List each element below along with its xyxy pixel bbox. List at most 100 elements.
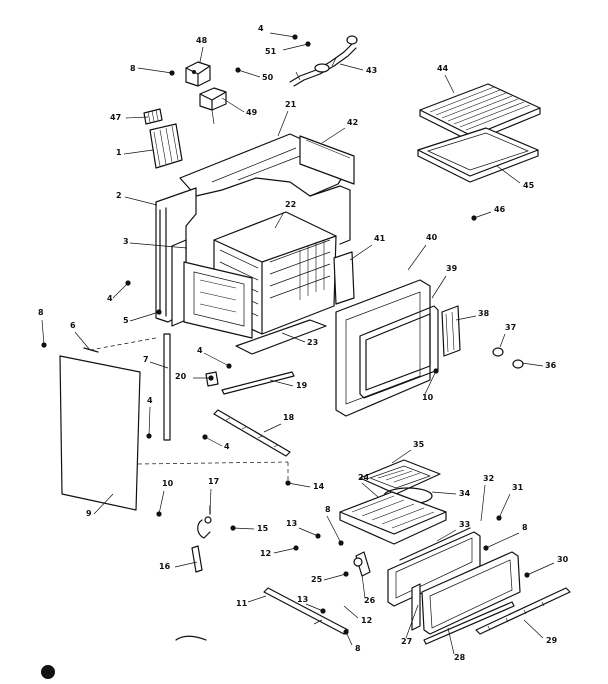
- callout-label: 51: [265, 47, 277, 56]
- leader-line: [361, 574, 366, 599]
- callout-label: 24: [358, 473, 370, 482]
- callout-12: 12: [343, 605, 372, 625]
- callout-label: 43: [366, 66, 377, 75]
- callout-label: 15: [257, 524, 269, 533]
- callout-4: 4: [197, 346, 230, 367]
- callout-4: 4: [258, 24, 296, 38]
- part-26-igniter: [353, 551, 371, 577]
- leader-line: [431, 491, 457, 495]
- leader-line: [269, 32, 296, 38]
- callout-label: 1: [116, 148, 122, 157]
- callout-label: 18: [283, 413, 295, 422]
- leader-line: [496, 165, 521, 184]
- leader-line: [124, 196, 158, 206]
- part-45-broiler-pan: [417, 127, 539, 183]
- callout-26: 26: [361, 574, 376, 605]
- callout-45: 45: [496, 165, 535, 190]
- callout-label: 11: [236, 599, 248, 608]
- callout-24: 24: [358, 473, 379, 498]
- leader-line: [221, 97, 245, 113]
- callout-label: 27: [401, 637, 412, 646]
- callout-label: 21: [285, 100, 297, 109]
- callout-11: 11: [236, 595, 267, 608]
- callout-5: 5: [123, 311, 160, 325]
- callout-22: 22: [274, 200, 296, 229]
- part-49-switch: [199, 87, 227, 125]
- leader-line: [431, 275, 447, 299]
- callout-label: 47: [110, 113, 121, 122]
- callout-13: 13: [297, 595, 324, 612]
- part-48-switch: [185, 61, 211, 87]
- leader-line: [444, 74, 455, 94]
- callout-39: 39: [431, 264, 458, 299]
- leader-line: [199, 46, 204, 63]
- callout-44: 44: [437, 64, 455, 94]
- part-29-handle: [475, 587, 571, 635]
- callout-label: 36: [545, 361, 557, 370]
- callout-label: 34: [459, 489, 471, 498]
- leader-line: [499, 333, 506, 348]
- callout-label: 8: [355, 644, 361, 653]
- callout-6: 6: [70, 321, 91, 351]
- callout-label: 23: [307, 338, 318, 347]
- callout-8: 8: [485, 523, 528, 549]
- leader-line: [263, 423, 282, 433]
- part-24-burner-grid: [339, 491, 447, 545]
- leader-line: [174, 561, 198, 568]
- leader-line: [523, 619, 544, 639]
- callout-label: 41: [374, 234, 386, 243]
- callout-label: 12: [260, 549, 271, 558]
- callout-label: 3: [123, 237, 129, 246]
- leader-line: [204, 436, 223, 447]
- callout-2: 2: [116, 191, 158, 206]
- leader-line: [407, 244, 427, 271]
- leader-line: [277, 110, 289, 137]
- part-33-slide: [399, 527, 471, 561]
- callout-50: 50: [237, 69, 274, 82]
- callout-label: 13: [286, 519, 297, 528]
- callout-32: 32: [480, 474, 494, 522]
- callout-label: 14: [313, 482, 325, 491]
- leader-line: [123, 149, 154, 155]
- callout-label: 22: [285, 200, 296, 209]
- callout-20: 20: [175, 372, 211, 381]
- callout-8: 8: [345, 631, 361, 653]
- part-9-side-panel: [59, 355, 141, 511]
- part-27-panel-back: [411, 583, 421, 631]
- decor-stroke: [175, 635, 207, 641]
- callout-10: 10: [422, 370, 437, 402]
- part-18-rail: [213, 409, 291, 457]
- leader-line: [343, 605, 359, 619]
- part-28-panel-insert: [423, 601, 515, 645]
- callout-label: 46: [494, 205, 506, 214]
- callout-51: 51: [265, 43, 309, 56]
- callout-14: 14: [287, 482, 325, 491]
- callout-label: 29: [546, 636, 558, 645]
- leader-line: [269, 379, 294, 387]
- callout-21: 21: [277, 100, 297, 137]
- callout-label: 30: [557, 555, 569, 564]
- part-7-trim-strip: [163, 333, 171, 441]
- callout-17: 17: [208, 477, 219, 511]
- part-47-insulation: [143, 108, 163, 125]
- callout-label: 44: [437, 64, 449, 73]
- callout-4: 4: [107, 282, 129, 303]
- leader-line: [349, 244, 373, 261]
- callout-48: 48: [196, 36, 208, 63]
- leader-line: [485, 532, 520, 549]
- callout-31: 31: [498, 483, 524, 519]
- callout-15: 15: [232, 524, 269, 533]
- callout-label: 4: [258, 24, 264, 33]
- leader-line: [93, 493, 114, 515]
- part-37-36-knobs: [492, 347, 524, 369]
- callout-42: 42: [321, 118, 358, 144]
- callout-label: 40: [426, 233, 438, 242]
- callout-25: 25: [311, 573, 347, 584]
- leader-line: [321, 127, 346, 144]
- callout-label: 48: [196, 36, 208, 45]
- callout-label: 28: [454, 653, 466, 662]
- callout-label: 4: [224, 442, 230, 451]
- leader-line: [74, 331, 91, 351]
